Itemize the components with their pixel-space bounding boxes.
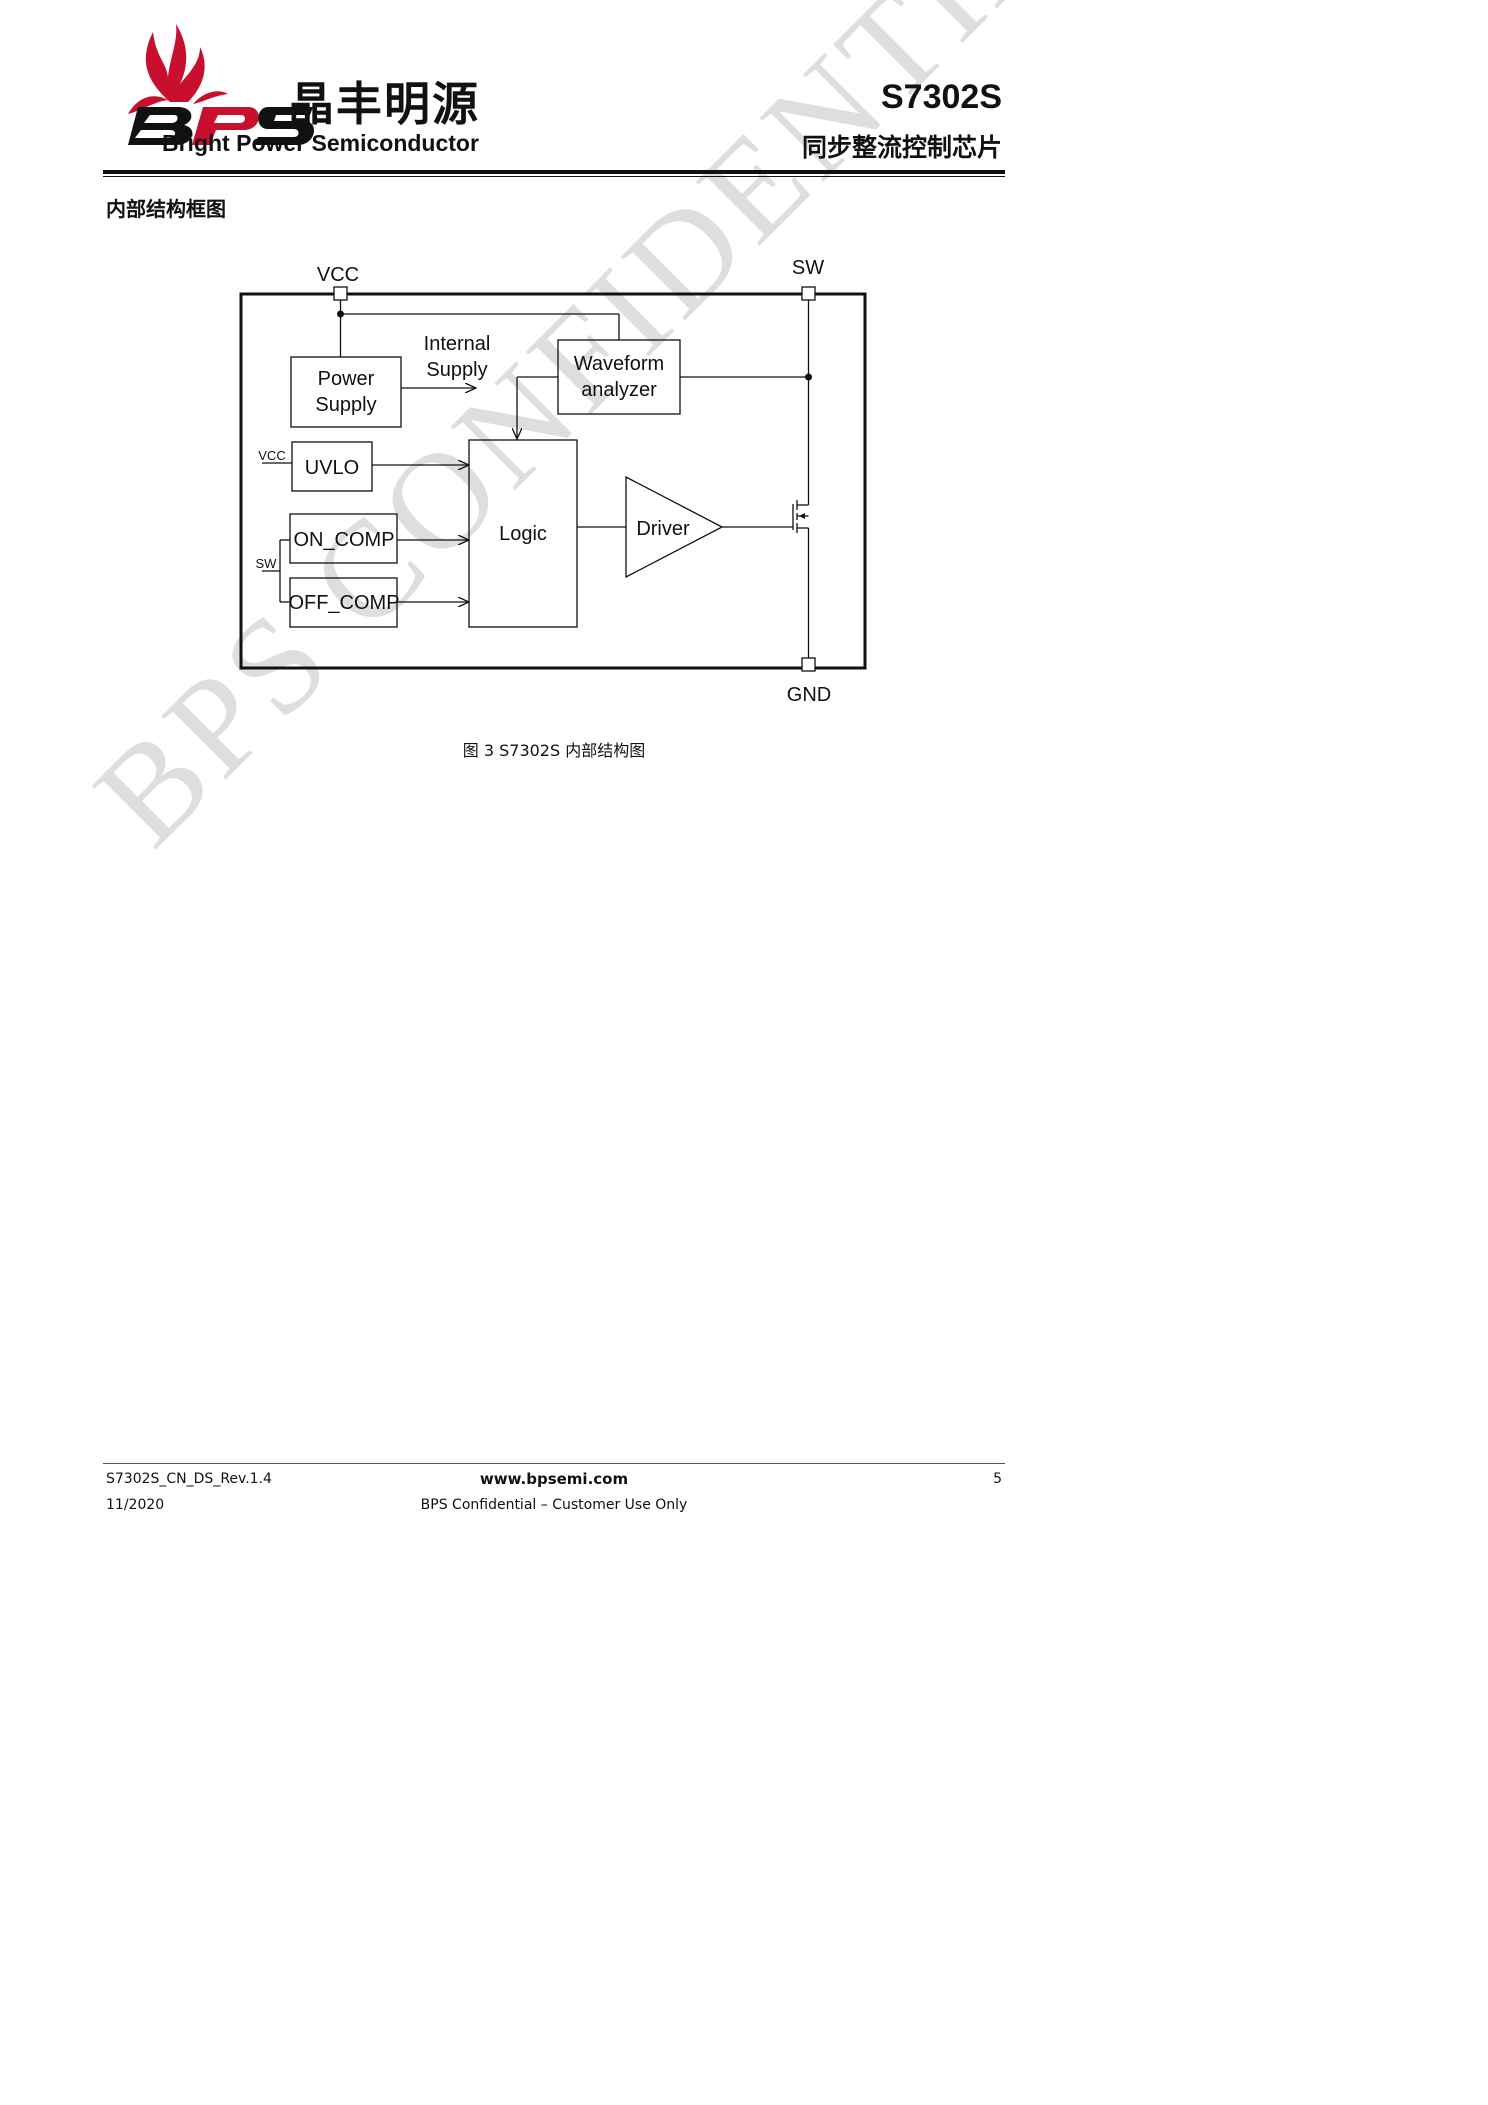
gnd-pin [801,657,816,672]
off-comp-block [289,577,398,628]
sw-pin-label: SW [792,257,824,279]
internal-supply-label-2: Supply [426,359,487,381]
power-supply-block [290,356,402,428]
waveform-label-2: analyzer [581,379,657,401]
vcc-pin [333,286,348,301]
sw-pin [801,286,816,301]
page-number: 5 [993,1471,1002,1487]
section-title: 内部结构框图 [106,197,226,221]
comp-input-label: SW [256,556,278,571]
logic-block [468,439,578,628]
bps-logo [128,24,315,145]
waveform-analyzer-block [557,339,681,415]
uvlo-input-label: VCC [258,448,285,463]
on-comp-block [289,513,398,564]
brand-name-cn: 晶丰明源 [288,77,480,131]
uvlo-block [291,441,373,492]
block-diagram: VCC SW GND [239,257,867,706]
brand-name-en: Bright Power Semiconductor [162,130,479,156]
driver-label: Driver [636,518,690,540]
gnd-pin-label: GND [787,684,831,706]
document-date: 11/2020 [106,1497,165,1513]
power-supply-label-1: Power [318,368,375,390]
driver-block [625,475,724,579]
power-supply-label-2: Supply [315,394,376,416]
header-rule [103,170,1005,174]
figure-caption: 图 3 S7302S 内部结构图 [462,741,646,760]
confidential-notice: BPS Confidential – Customer Use Only [420,1497,688,1513]
vcc-pin-label: VCC [317,264,359,286]
product-subtitle: 同步整流控制芯片 [801,133,1002,162]
off-comp-label: OFF_COMP [288,592,399,614]
part-number: S7302S [881,78,1002,116]
footer-rule [103,1463,1005,1464]
chip-outline [239,292,867,670]
document-id: S7302S_CN_DS_Rev.1.4 [106,1471,272,1487]
logic-label: Logic [499,523,547,545]
website-link[interactable]: www.bpsemi.com [479,1470,629,1488]
header-rule-thin [103,176,1005,177]
on-comp-label: ON_COMP [293,529,394,551]
internal-supply-label-1: Internal [424,333,491,355]
waveform-label-1: Waveform [574,353,664,375]
uvlo-label: UVLO [305,457,359,479]
